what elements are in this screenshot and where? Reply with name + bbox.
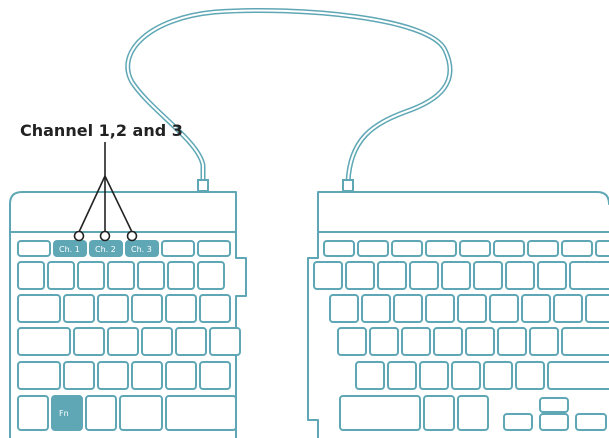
left-home-row — [17, 327, 241, 356]
left-top-letter-row — [17, 294, 231, 323]
right-cable-connector — [342, 179, 354, 192]
left-bottom-letter-row — [17, 361, 231, 390]
channel-1-marker — [73, 230, 85, 242]
channel-1-key[interactable] — [53, 240, 87, 257]
right-function-row — [323, 240, 609, 257]
channel-callout-label: Channel 1,2 and 3 — [20, 121, 183, 140]
right-home-row — [337, 327, 609, 356]
right-top-letter-row — [329, 294, 609, 323]
channel-3-key-label: Ch. 3 — [131, 245, 152, 254]
connection-cable — [125, 8, 453, 192]
left-keyboard-half: Ch. 1 Ch. 2 Ch. 3 — [9, 191, 247, 438]
right-modifier-row — [339, 395, 607, 431]
channel-2-key-label: Ch. 2 — [95, 245, 116, 254]
channel-callout: Channel 1,2 and 3 — [20, 121, 183, 242]
channel-3-marker — [126, 230, 138, 242]
arrow-right-key — [575, 413, 607, 431]
arrow-down-key — [539, 413, 569, 431]
right-half-outline — [307, 191, 609, 438]
channel-3-key[interactable] — [125, 240, 159, 257]
left-function-row: Ch. 1 Ch. 2 Ch. 3 — [17, 240, 231, 257]
right-number-row — [313, 261, 609, 290]
left-number-row — [17, 261, 225, 290]
left-modifier-row: Fn — [17, 395, 237, 431]
channel-2-marker — [99, 230, 111, 242]
right-bottom-letter-row — [355, 361, 609, 390]
arrow-up-key — [539, 397, 569, 413]
channel-1-key-label: Ch. 1 — [59, 245, 80, 254]
right-keyboard-half — [307, 191, 609, 438]
arrow-left-key — [503, 413, 533, 431]
fn-key[interactable] — [51, 395, 83, 431]
fn-key-label: Fn — [59, 409, 69, 418]
left-half-outline — [9, 191, 247, 438]
left-cable-connector — [197, 179, 209, 192]
